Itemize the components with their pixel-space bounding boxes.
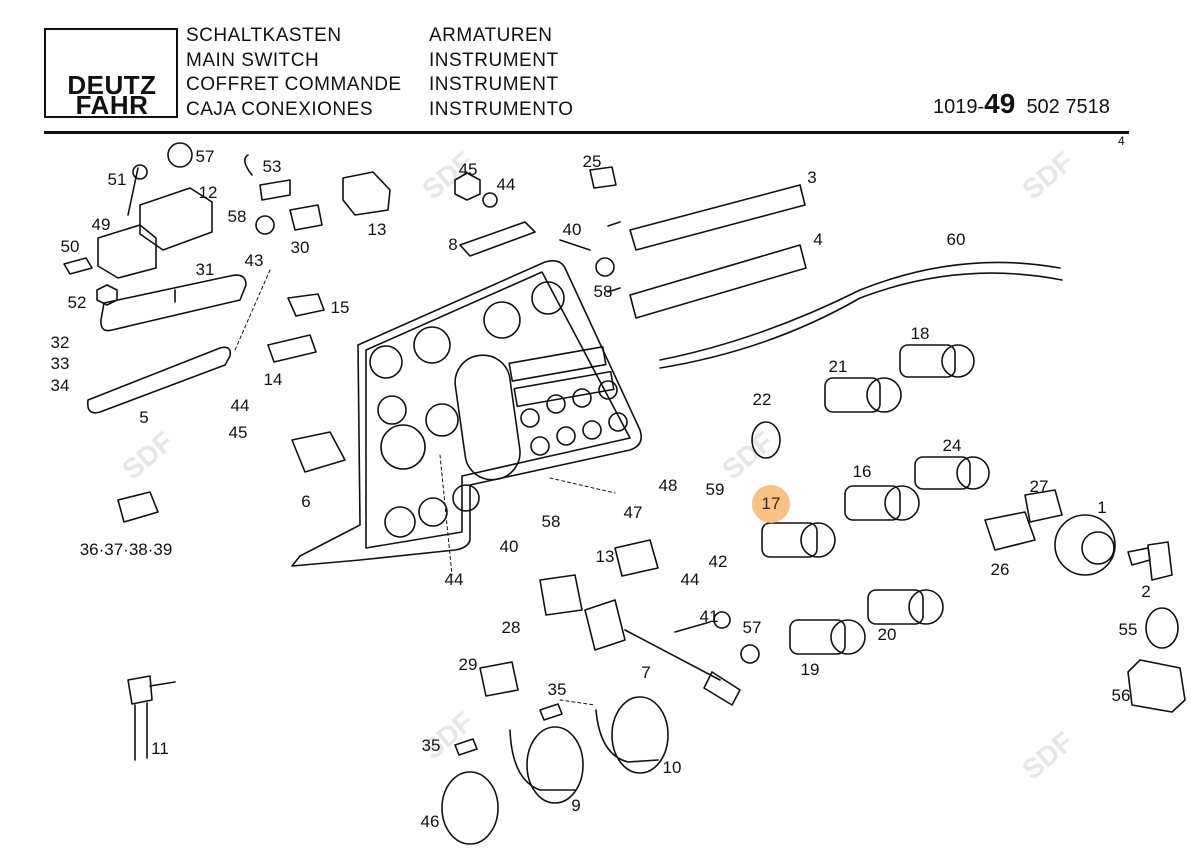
part-callout-35a[interactable]: 35 (547, 680, 567, 699)
part-callout-5[interactable]: 5 (139, 408, 149, 427)
part-callout-20[interactable]: 20 (877, 625, 897, 644)
part-callout-59[interactable]: 59 (705, 480, 725, 499)
part-callout-34[interactable]: 34 (50, 376, 70, 395)
part-callout-58c[interactable]: 58 (541, 512, 561, 531)
part-callout-1[interactable]: 1 (1097, 498, 1107, 517)
part-callout-13a[interactable]: 13 (367, 220, 387, 239)
part-callout-58a[interactable]: 58 (227, 207, 247, 226)
part-callout-13b[interactable]: 13 (595, 547, 615, 566)
wiring-harness (659, 261, 1063, 369)
bracket-hardware (454, 172, 615, 277)
part-callout-18[interactable]: 18 (910, 324, 930, 343)
part-callout-55[interactable]: 55 (1118, 620, 1138, 639)
part-callout-6[interactable]: 6 (301, 492, 311, 511)
subtitle-english: INSTRUMENT (429, 49, 559, 71)
part-callout-14[interactable]: 14 (263, 370, 283, 389)
header-rule (44, 131, 1129, 134)
part-callout-44c[interactable]: 44 (444, 570, 464, 589)
part-callout-2[interactable]: 2 (1141, 582, 1151, 601)
part-callout-47[interactable]: 47 (623, 503, 643, 522)
part-callout-24[interactable]: 24 (942, 436, 962, 455)
part-callout-29[interactable]: 29 (458, 655, 478, 674)
title-german: SCHALTKASTEN (186, 25, 342, 46)
part-callout-22[interactable]: 22 (752, 390, 772, 409)
part-callout-16[interactable]: 16 (852, 462, 872, 481)
part-callout-43[interactable]: 43 (244, 251, 264, 270)
part-callout-57b[interactable]: 57 (742, 618, 762, 637)
title-group-column: SCHALTKASTEN MAIN SWITCH COFFRET COMMAND… (186, 24, 402, 122)
logo-line-1: DEUTZ (67, 70, 157, 100)
part-callout-45b[interactable]: 45 (458, 160, 478, 179)
part-callout-36-39[interactable]: 36·37·38·39 (79, 540, 173, 559)
subtitle-german: ARMATUREN (429, 25, 553, 46)
part-callout-30[interactable]: 30 (290, 238, 310, 257)
part-callout-9[interactable]: 9 (571, 796, 581, 815)
part-number-code: 502 7518 (1026, 96, 1110, 118)
combination-switch (584, 599, 760, 706)
part-callout-28[interactable]: 28 (501, 618, 521, 637)
part-callout-27[interactable]: 27 (1029, 477, 1049, 496)
part-callout-45a[interactable]: 45 (228, 423, 248, 442)
part-callout-11[interactable]: 11 (151, 739, 169, 758)
part-callout-41[interactable]: 41 (699, 607, 719, 626)
part-callout-3[interactable]: 3 (807, 168, 817, 187)
part-callout-4[interactable]: 4 (813, 230, 823, 249)
part-callout-10[interactable]: 10 (662, 758, 682, 777)
part-callout-58b[interactable]: 58 (593, 282, 613, 301)
gauges (441, 696, 669, 845)
sender-unit (127, 675, 176, 761)
part-callout-44a[interactable]: 44 (230, 396, 250, 415)
ignition-switch (984, 489, 1186, 713)
part-callout-46[interactable]: 46 (420, 812, 440, 831)
part-callout-56[interactable]: 56 (1111, 686, 1131, 705)
part-callout-50[interactable]: 50 (60, 237, 80, 256)
part-callout-17[interactable]: 17 (752, 485, 790, 523)
part-callout-48[interactable]: 48 (658, 476, 678, 495)
part-callout-51[interactable]: 51 (107, 170, 127, 189)
switch-bars (607, 184, 807, 319)
instrument-panel (291, 260, 643, 567)
page-number: 4 (1118, 134, 1125, 148)
part-callout-31[interactable]: 31 (195, 260, 215, 279)
subtitle-group-column: ARMATUREN INSTRUMENT INSTRUMENT INSTRUME… (429, 24, 573, 122)
subtitle-spanish: INSTRUMENTO (429, 98, 574, 120)
relays-connectors (117, 154, 659, 697)
part-callout-7[interactable]: 7 (641, 663, 651, 682)
title-spanish: CAJA CONEXIONES (186, 98, 373, 120)
part-number-group: 49 (984, 88, 1016, 119)
part-callout-19[interactable]: 19 (800, 660, 820, 679)
subtitle-french: INSTRUMENT (429, 74, 559, 95)
lamp-sockets (751, 344, 990, 655)
part-callout-12[interactable]: 12 (198, 183, 218, 202)
part-number: 1019-49 502 7518 (933, 88, 1110, 120)
part-callout-33[interactable]: 33 (50, 354, 70, 373)
part-callout-40a[interactable]: 40 (562, 220, 582, 239)
part-number-prefix: 1019- (933, 96, 985, 118)
deutz-fahr-logo: DEUTZ FAHR (44, 28, 178, 118)
part-callout-60[interactable]: 60 (946, 230, 966, 249)
part-callout-44d[interactable]: 44 (680, 570, 700, 589)
part-callout-42[interactable]: 42 (708, 552, 728, 571)
part-callout-57a[interactable]: 57 (195, 147, 215, 166)
terminal-block (86, 274, 247, 414)
part-callout-40b[interactable]: 40 (499, 537, 519, 556)
part-callout-49[interactable]: 49 (91, 215, 111, 234)
title-french: COFFRET COMMANDE (186, 74, 402, 95)
part-callout-21[interactable]: 21 (828, 357, 848, 376)
part-callout-35b[interactable]: 35 (421, 736, 441, 755)
part-callout-25[interactable]: 25 (582, 152, 602, 171)
part-callout-32[interactable]: 32 (50, 333, 70, 352)
part-callout-26[interactable]: 26 (990, 560, 1010, 579)
part-callout-44b[interactable]: 44 (496, 175, 516, 194)
part-callout-8[interactable]: 8 (448, 235, 458, 254)
part-callout-15[interactable]: 15 (330, 298, 350, 317)
title-english: MAIN SWITCH (186, 49, 320, 71)
fuse-box (63, 142, 213, 306)
part-callout-52[interactable]: 52 (67, 293, 87, 312)
logo-line-2: FAHR (75, 90, 149, 120)
leader-lines (234, 269, 616, 706)
part-callout-53[interactable]: 53 (262, 157, 282, 176)
